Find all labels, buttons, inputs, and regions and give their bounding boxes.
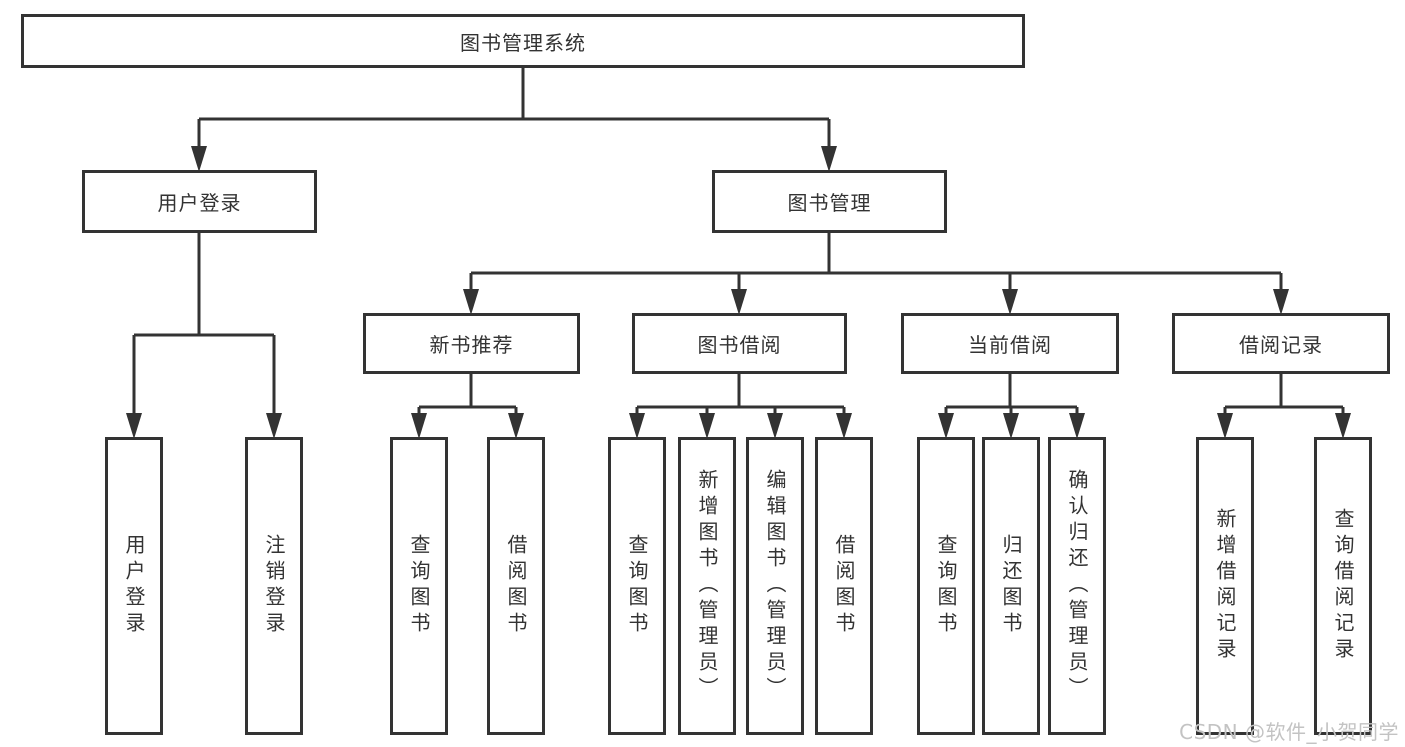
leaf-return-book: 归还图书 (982, 437, 1040, 735)
leaf-add-borrow-record: 新增借阅记录 (1196, 437, 1254, 735)
leaf-user-login: 用户登录 (105, 437, 163, 735)
node-book-management: 图书管理 (712, 170, 947, 233)
node-current-borrow: 当前借阅 (901, 313, 1119, 374)
leaf-borrow-books: 借阅图书 (815, 437, 873, 735)
csdn-watermark: CSDN @软件_小贺同学 (1179, 720, 1399, 744)
node-new-book-recommend: 新书推荐 (363, 313, 580, 374)
node-user-login: 用户登录 (82, 170, 317, 233)
leaf-confirm-return-admin: 确认归还（管理员） (1048, 437, 1106, 735)
leaf-add-book-admin: 新增图书（管理员） (678, 437, 736, 735)
leaf-borrow-books-recommend: 借阅图书 (487, 437, 545, 735)
node-library-system: 图书管理系统 (21, 14, 1025, 68)
node-borrow-records: 借阅记录 (1172, 313, 1390, 374)
leaf-query-borrow-record: 查询借阅记录 (1314, 437, 1372, 735)
node-book-borrow: 图书借阅 (632, 313, 847, 374)
leaf-query-books-current: 查询图书 (917, 437, 975, 735)
arrowheads (126, 146, 1351, 439)
leaf-logout: 注销登录 (245, 437, 303, 735)
leaf-edit-book-admin: 编辑图书（管理员） (746, 437, 804, 735)
leaf-query-books-borrow: 查询图书 (608, 437, 666, 735)
leaf-query-books-recommend: 查询图书 (390, 437, 448, 735)
